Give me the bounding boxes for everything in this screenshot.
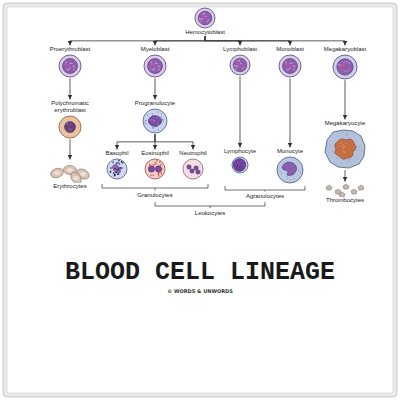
cell-node: Erythrocytes [46,160,94,190]
cell-label: Eosinophil [139,150,171,157]
group-brackets [102,184,305,208]
diagram-title: BLOOD CELL LINEAGE [65,258,335,287]
cell-node: Lymphoblast [221,46,259,76]
lineage-arrow [345,170,346,181]
cell-node: Eosinophil [139,150,171,180]
cell-label: Lymphocyte [222,148,259,155]
lineage-arrow [70,139,71,159]
cell-label: Erythrocytes [46,183,94,190]
cell-node: Basophil [103,150,131,180]
cell-node: Monoblast [274,46,306,78]
cell-label: Progranulocyte [133,100,178,107]
leukocytes-bracket [155,202,265,208]
cell-illustration [194,7,216,29]
lineage-arrow [290,78,291,147]
cell-illustration [106,158,128,180]
cell-node: Myeloblast [139,46,172,78]
lineage-arrow [345,80,346,119]
cell-node: Polychromatic erythroblast [41,100,99,139]
cell-node: Megakaryocyte [321,120,369,170]
cell-label: Basophil [103,150,131,157]
granulocytes-bracket [102,184,208,191]
lineage-arrow [155,36,205,45]
cell-illustration [58,54,82,78]
cell-label: Monocyte [274,148,306,155]
lineage-arrow [117,134,155,149]
lineage-arrow [155,78,156,99]
cell-illustration [48,161,92,183]
cell-node: Megakaryoblast [322,46,369,80]
cell-label: Polychromatic erythroblast [43,100,97,114]
magnet-face [7,7,393,393]
cell-illustration [142,108,168,134]
lineage-arrow [240,76,241,147]
cell-illustration [332,54,358,80]
cell-illustration [324,183,366,197]
cell-node: Hemocytoblast [183,6,227,36]
lineage-arrow [70,36,205,45]
cell-illustration [229,54,251,76]
cell-label: Monoblast [274,46,306,53]
cell-label: Myeloblast [139,46,172,53]
cell-label: Thrombocytes [322,197,368,204]
cell-illustration [278,54,302,78]
cell-node: Lymphocyte [222,148,259,174]
cell-label: Proerythroblast [48,46,93,53]
cell-node: Proerythroblast [48,46,93,78]
cell-label: Megakaryocyte [321,120,369,127]
magnet-edge [3,3,397,397]
cell-illustration [182,158,204,180]
group-label: Leukocytes [195,210,225,217]
cell-label: Hemocytoblast [183,29,227,36]
cell-node: Neutrophil [177,150,209,180]
lineage-arrow [70,78,71,99]
lineage-arrow [155,134,193,149]
cell-label: Neutrophil [177,150,209,157]
cell-illustration [276,156,304,184]
cell-node: Progranulocyte [133,100,178,134]
cell-label: Lymphoblast [221,46,259,53]
cell-illustration [231,156,249,174]
agranulocytes-bracket [225,186,305,192]
cell-illustration [323,128,367,170]
group-label: Granulocytes [137,192,172,199]
diagram-caption: © WORDS & UNWORDS [167,288,233,294]
cell-illustration [144,158,166,180]
cell-node: Monocyte [274,148,306,184]
cell-label: Megakaryoblast [322,46,369,53]
group-label: Agranulocytes [246,193,284,200]
cell-illustration [143,54,167,78]
cell-node: Thrombocytes [322,182,368,204]
lineage-arrow [205,36,345,45]
cell-illustration [58,115,82,139]
